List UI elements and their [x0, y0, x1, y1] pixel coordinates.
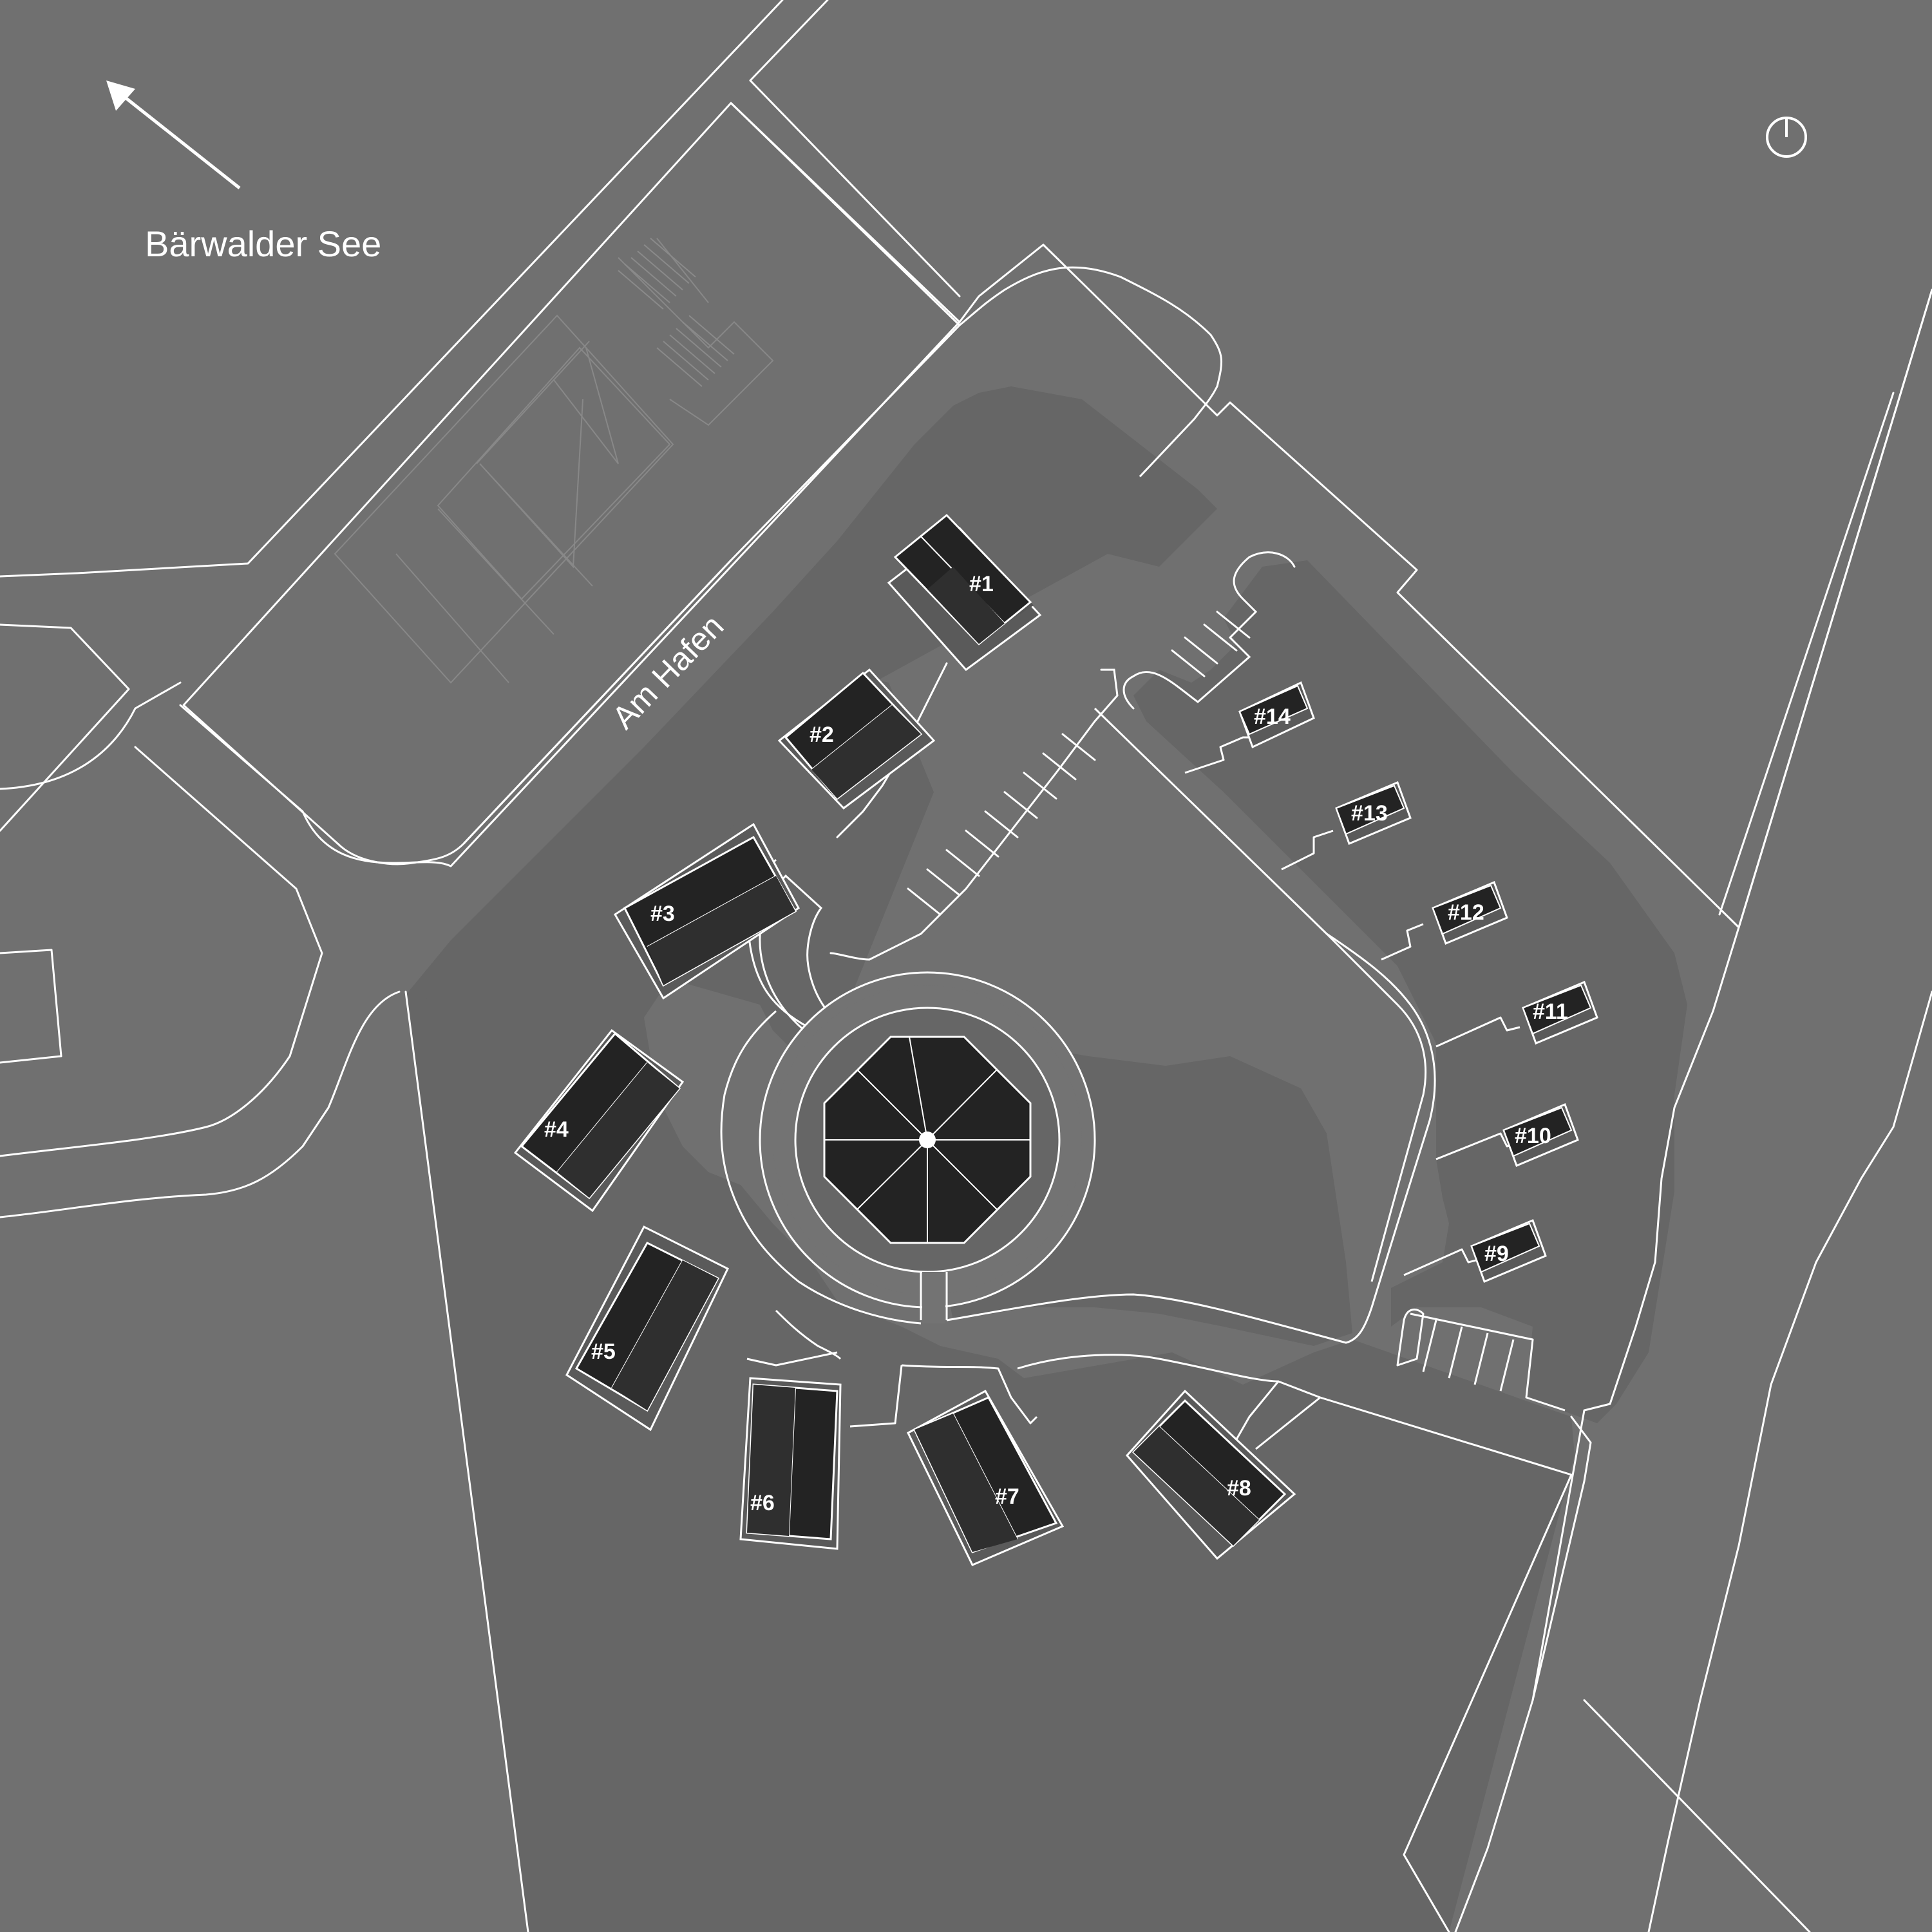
- building-label: #5: [591, 1340, 616, 1364]
- harbor-stairs: [618, 238, 735, 387]
- building-label: #9: [1484, 1242, 1509, 1266]
- building-7: [907, 1389, 1065, 1566]
- building-1: [887, 513, 1042, 672]
- building-label: #13: [1351, 801, 1388, 826]
- large-buildings: [513, 513, 1296, 1566]
- building-2: [777, 668, 936, 810]
- building-label: #10: [1515, 1124, 1551, 1148]
- building-label: #8: [1227, 1476, 1251, 1501]
- small-cabins: [1238, 681, 1598, 1283]
- building-label: #12: [1448, 900, 1484, 925]
- upper-arc: [462, 266, 1223, 845]
- building-3: [613, 822, 800, 1000]
- building-label: #3: [650, 902, 675, 926]
- building-8: [1125, 1389, 1296, 1560]
- building-6: [739, 1377, 842, 1550]
- arrow-northwest-icon: [106, 80, 241, 189]
- pavilion: [823, 1036, 1032, 1244]
- building-5: [565, 1225, 729, 1432]
- building-label: #4: [544, 1117, 569, 1142]
- lake-label: Bärwalder See: [145, 223, 381, 264]
- building-label: #2: [810, 723, 834, 747]
- building-label: #1: [969, 572, 994, 596]
- harbor-building-outline: [334, 238, 774, 684]
- building-label: #11: [1533, 999, 1568, 1024]
- building-label: #14: [1254, 705, 1291, 729]
- building-4: [513, 1028, 685, 1213]
- building-labels: #1 #2 #3 #4 #5 #6 #7 #8 #9 #10 #11 #12 #…: [544, 572, 1568, 1515]
- building-label: #6: [750, 1491, 775, 1515]
- east-road: [720, 707, 1572, 1476]
- cabin-14: [1238, 681, 1315, 749]
- cabin-10: [1502, 1103, 1579, 1167]
- building-label: #7: [995, 1484, 1019, 1509]
- cabin-13: [1335, 781, 1412, 845]
- cabin-9: [1470, 1219, 1547, 1283]
- cabin-12: [1432, 881, 1508, 945]
- cabin-11: [1522, 981, 1598, 1045]
- power-icon[interactable]: [1766, 117, 1807, 158]
